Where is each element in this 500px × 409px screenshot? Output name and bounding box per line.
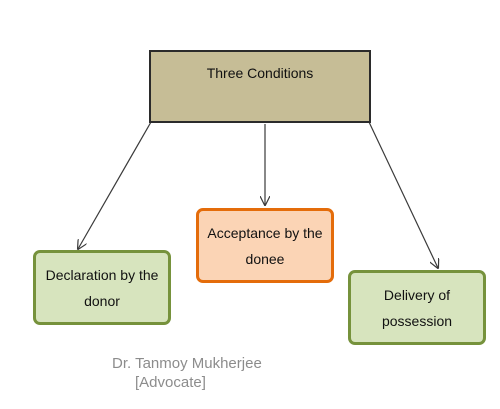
author-title: [Advocate] — [135, 374, 206, 391]
node-acceptance-label: Acceptance by the donee — [207, 224, 323, 267]
arrow-to-delivery — [368, 121, 438, 268]
root-node-three-conditions: Three Conditions — [149, 50, 371, 123]
node-acceptance-by-donee: Acceptance by the donee — [196, 208, 334, 283]
node-delivery-label: Delivery of possession — [381, 286, 453, 329]
node-declaration-label: Declaration by the donor — [45, 266, 159, 309]
root-node-label: Three Conditions — [206, 65, 314, 81]
arrow-to-declaration — [78, 121, 152, 249]
node-delivery-of-possession: Delivery of possession — [348, 270, 486, 345]
node-declaration-by-donor: Declaration by the donor — [33, 250, 171, 325]
author-name: Dr. Tanmoy Mukherjee — [112, 355, 262, 372]
